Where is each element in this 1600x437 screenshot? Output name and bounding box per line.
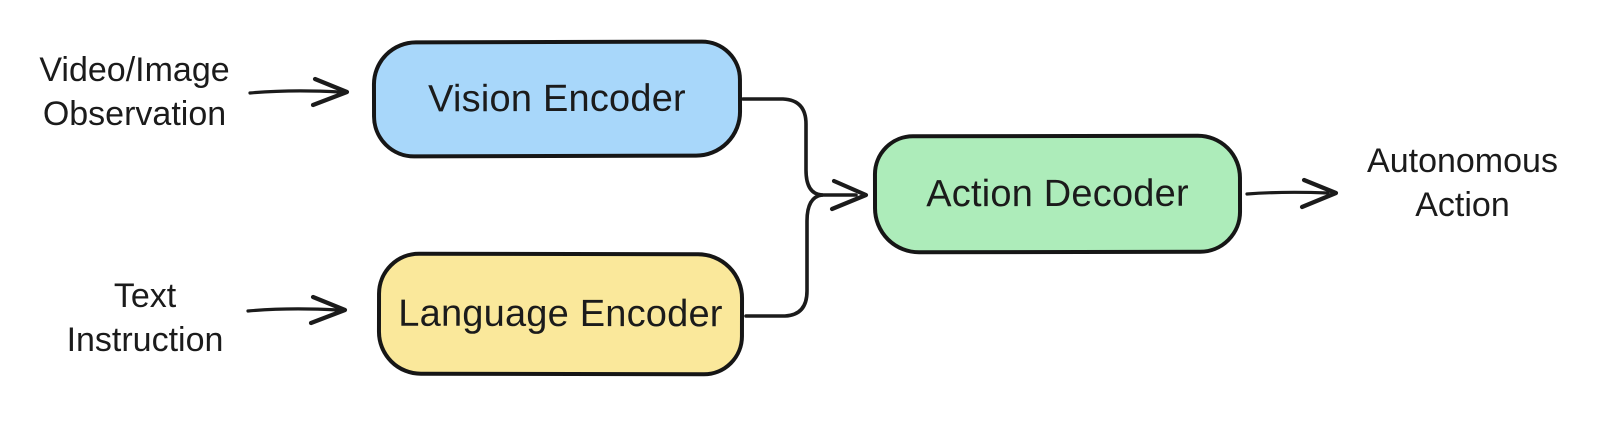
- video-image-observation-label: Video/Image Observation: [12, 48, 257, 136]
- node-language-encoder: Language Encoder: [376, 251, 745, 377]
- text-instruction-line1: Text: [113, 277, 177, 315]
- video-image-observation-line2: Observation: [42, 95, 227, 133]
- text-instruction-line2: Instruction: [66, 321, 224, 359]
- language-encoder-label: Language Encoder: [398, 292, 723, 335]
- autonomous-action-line2: Action: [1415, 186, 1510, 224]
- autonomous-action-line1: Autonomous: [1367, 142, 1558, 180]
- connector-language-to-merge: [744, 193, 824, 318]
- node-action-decoder: Action Decoder: [872, 133, 1243, 255]
- connector-vision-to-merge: [741, 97, 824, 197]
- arrow-text-to-language-head: [308, 294, 348, 326]
- arrow-video-to-vision-head: [310, 76, 350, 108]
- autonomous-action-label: Autonomous Action: [1335, 139, 1590, 227]
- node-vision-encoder: Vision Encoder: [371, 39, 743, 159]
- arrow-text-to-language-shaft: [246, 307, 340, 313]
- video-image-observation-line1: Video/Image: [39, 51, 230, 89]
- arrow-video-to-vision-shaft: [248, 89, 342, 95]
- arrow-action-to-output-head: [1299, 177, 1339, 210]
- vision-encoder-label: Vision Encoder: [428, 77, 686, 120]
- action-decoder-label: Action Decoder: [926, 172, 1189, 215]
- text-instruction-label: Text Instruction: [40, 274, 250, 362]
- arrow-action-to-output-shaft: [1245, 190, 1330, 196]
- arrow-merge-to-action-head: [829, 178, 869, 212]
